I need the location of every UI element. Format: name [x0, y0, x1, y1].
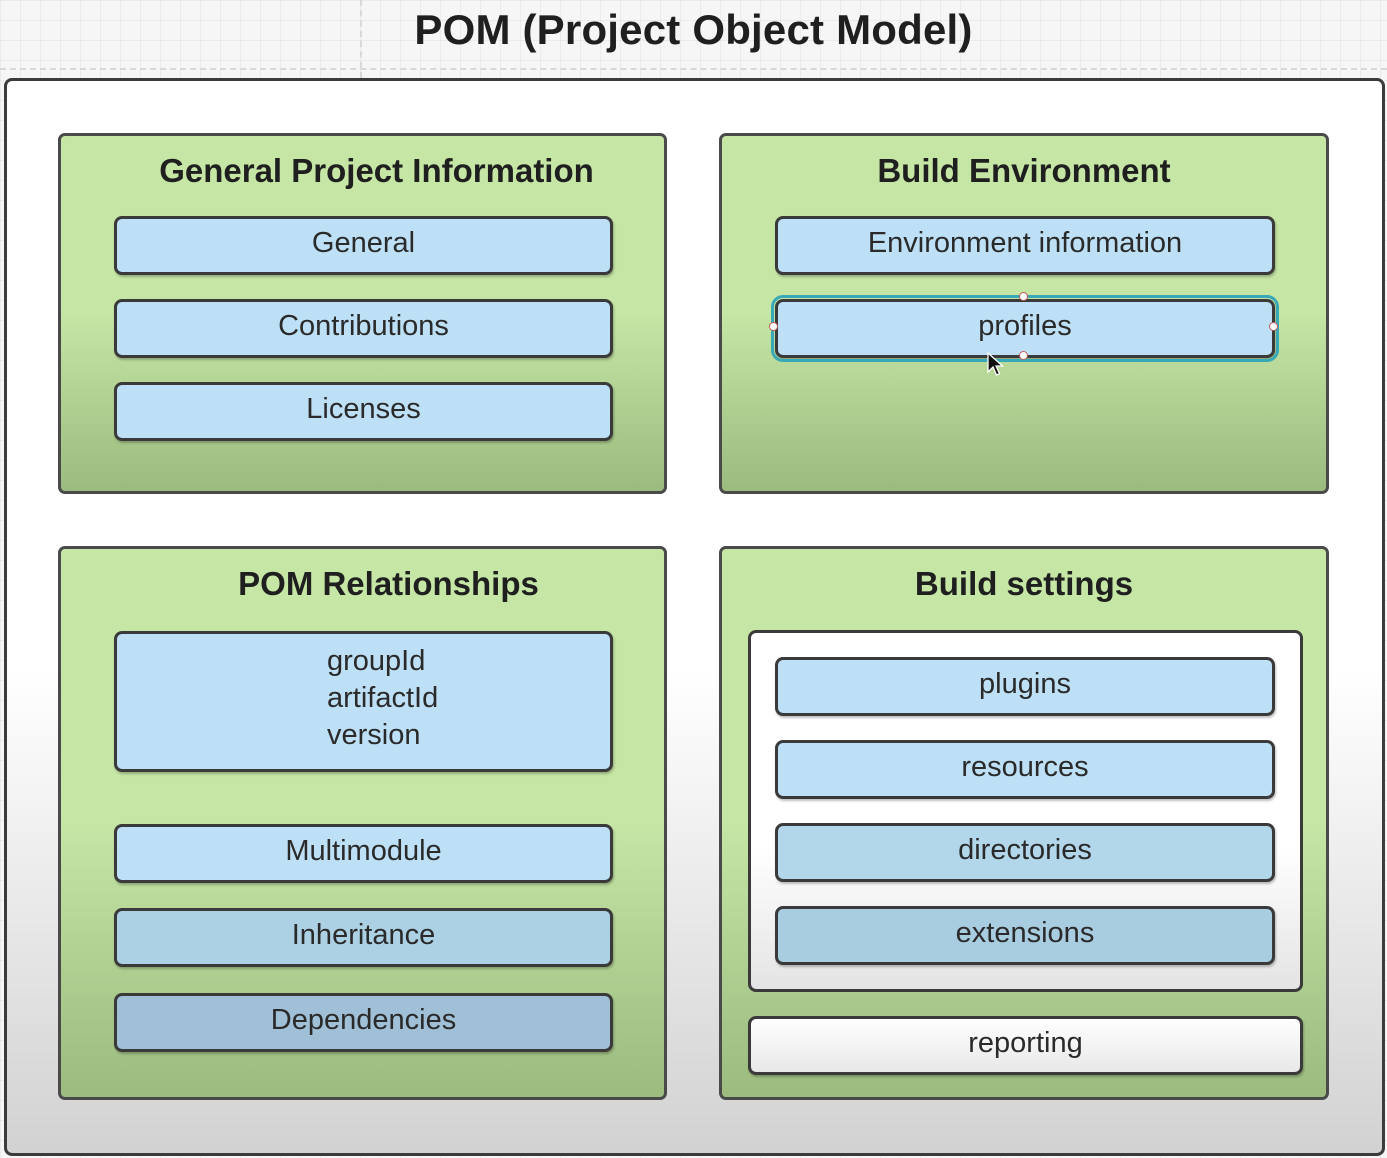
item-label: Dependencies [270, 1004, 457, 1036]
grid-guide-vertical [360, 0, 362, 78]
item-resources[interactable]: resources [775, 740, 1275, 799]
group-general-project-information[interactable]: General Project Information General Cont… [58, 133, 667, 494]
item-label: Licenses [306, 393, 421, 425]
resize-handle-top[interactable] [1019, 292, 1028, 301]
item-plugins[interactable]: plugins [775, 657, 1275, 716]
mouse-cursor-icon [987, 352, 1004, 376]
item-coordinates[interactable]: groupId artifactId version [114, 631, 613, 772]
group-title: Build settings [914, 565, 1134, 602]
item-general[interactable]: General [114, 216, 613, 275]
resize-handle-left[interactable] [769, 322, 778, 331]
item-inheritance[interactable]: Inheritance [114, 908, 613, 967]
coordinate-version: version [327, 719, 421, 751]
grid-guide-horizontal [0, 68, 1387, 70]
item-label: Inheritance [291, 919, 436, 951]
page-title: POM (Project Object Model) [414, 6, 973, 53]
group-title: Build Environment [877, 152, 1171, 189]
item-label: Environment information [867, 227, 1183, 259]
coordinate-groupid: groupId [327, 645, 426, 677]
item-environment-information[interactable]: Environment information [775, 216, 1275, 275]
item-contributions[interactable]: Contributions [114, 299, 613, 358]
item-directories[interactable]: directories [775, 823, 1275, 882]
group-build-environment[interactable]: Build Environment Environment informatio… [719, 133, 1329, 494]
item-label: directories [958, 834, 1092, 866]
group-pom-relationships[interactable]: POM Relationships groupId artifactId ver… [58, 546, 667, 1100]
group-build-settings[interactable]: Build settings plugins resources directo… [719, 546, 1329, 1100]
resize-handle-right[interactable] [1269, 322, 1278, 331]
item-label: plugins [979, 668, 1071, 700]
item-reporting[interactable]: reporting [748, 1016, 1303, 1075]
item-label: resources [961, 751, 1089, 783]
item-profiles[interactable]: profiles [771, 295, 1279, 362]
resize-handle-bottom[interactable] [1019, 351, 1028, 360]
item-extensions[interactable]: extensions [775, 906, 1275, 965]
item-label: Contributions [278, 310, 449, 342]
group-title: General Project Information [159, 152, 594, 189]
item-label: Multimodule [285, 835, 442, 867]
item-label: General [311, 227, 416, 259]
item-label: extensions [955, 917, 1095, 949]
coordinate-artifactid: artifactId [327, 682, 439, 714]
item-multimodule[interactable]: Multimodule [114, 824, 613, 883]
item-licenses[interactable]: Licenses [114, 382, 613, 441]
item-label: profiles [978, 310, 1072, 342]
group-title: POM Relationships [238, 565, 539, 602]
item-dependencies[interactable]: Dependencies [114, 993, 613, 1052]
item-label: reporting [968, 1027, 1083, 1059]
